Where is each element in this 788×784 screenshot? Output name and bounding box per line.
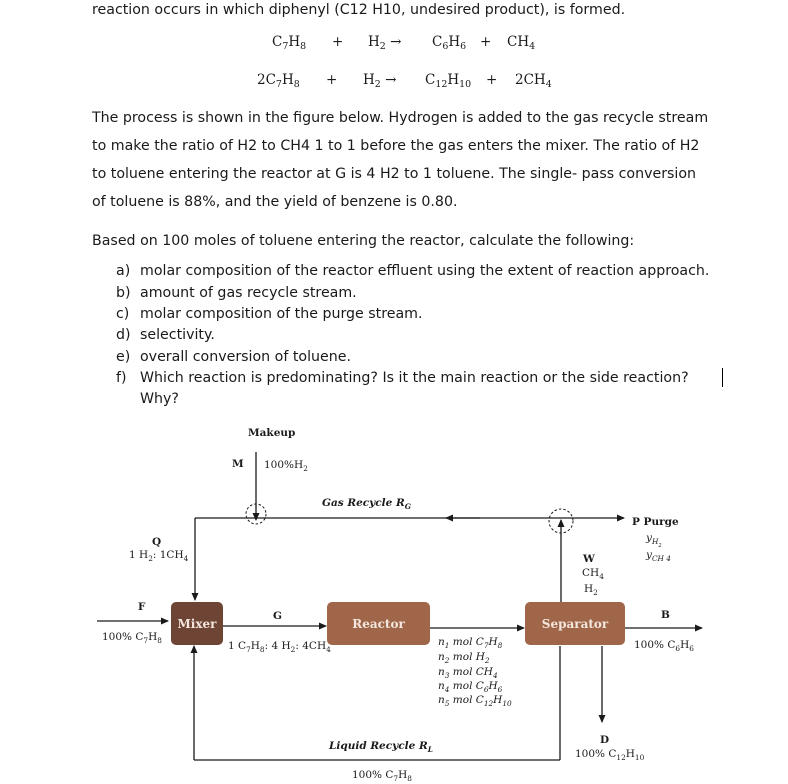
eq2-product2: 2CH4 xyxy=(515,72,552,90)
feed-composition: 100% C7H8 xyxy=(102,631,162,645)
separator-unit: Separator xyxy=(525,602,625,645)
intro-line: reaction occurs in which diphenyl (C12 H… xyxy=(92,2,626,18)
text-cursor xyxy=(722,368,723,387)
eq1-plus2: + xyxy=(480,34,492,50)
basis-statement: Based on 100 moles of toluene entering t… xyxy=(92,233,635,249)
reactor-unit: Reactor xyxy=(327,602,430,645)
effluent-n2: n2 mol H2 xyxy=(438,651,490,665)
effluent-n5: n5 mol C12H10 xyxy=(438,694,512,708)
makeup-stream-name: M xyxy=(232,458,244,470)
question-b-marker: b) xyxy=(116,285,131,301)
purge-title: P Purge xyxy=(632,516,679,528)
eq1-plus1: + xyxy=(332,34,344,50)
w-stream-h2: H2 xyxy=(584,583,598,597)
question-c: molar composition of the purge stream. xyxy=(140,306,423,322)
w-stream-name: W xyxy=(583,553,595,565)
liquid-recycle-label: Liquid Recycle RL xyxy=(329,740,433,754)
eq2-reactant2: H2 → xyxy=(363,72,397,90)
question-c-marker: c) xyxy=(116,306,130,322)
question-b: amount of gas recycle stream. xyxy=(140,285,357,301)
purge-y-h2: yH2 xyxy=(646,532,662,549)
eq1-reactant2: H2 → xyxy=(368,34,402,52)
d-stream-composition: 100% C12H10 xyxy=(575,748,645,762)
b-stream-name: B xyxy=(661,609,670,621)
d-stream-name: D xyxy=(600,734,610,746)
makeup-mixing-point xyxy=(245,503,267,525)
effluent-n3: n3 mol CH4 xyxy=(438,666,498,680)
makeup-title: Makeup xyxy=(248,427,296,439)
makeup-composition: 100%H2 xyxy=(264,459,308,473)
w-stream-ch4: CH4 xyxy=(582,567,604,581)
paragraph-line-1: The process is shown in the figure below… xyxy=(92,110,709,126)
purge-y-ch4: yCH 4 xyxy=(646,549,671,563)
question-d-marker: d) xyxy=(116,327,131,343)
eq2-plus1: + xyxy=(326,72,338,88)
eq1-product1: C6H6 xyxy=(432,34,467,52)
liquid-recycle-composition: 100% C7H8 xyxy=(352,769,412,783)
effluent-n1: n1 mol C7H8 xyxy=(438,636,503,650)
eq2-product1: C12H10 xyxy=(425,72,472,90)
feed-name: F xyxy=(138,601,146,613)
eq1-product2: CH4 xyxy=(507,34,536,52)
paragraph-line-4: of toluene is 88%, and the yield of benz… xyxy=(92,194,458,210)
eq1-reactant1: C7H8 xyxy=(272,34,307,52)
gas-recycle-label: Gas Recycle RG xyxy=(322,497,411,511)
g-stream-name: G xyxy=(273,610,282,622)
eq2-plus2: + xyxy=(486,72,498,88)
paragraph-line-3: to toluene entering the reactor at G is … xyxy=(92,166,697,182)
b-stream-composition: 100% C6H6 xyxy=(634,639,694,653)
g-stream-composition: 1 C7H8: 4 H2: 4CH4 xyxy=(228,640,331,654)
question-f: Which reaction is predominating? Is it t… xyxy=(140,370,689,386)
question-a: molar composition of the reactor effluen… xyxy=(140,263,710,279)
q-stream-ratio: 1 H2: 1CH4 xyxy=(129,549,189,563)
mixer-unit: Mixer xyxy=(171,602,223,645)
q-stream-name: Q xyxy=(152,536,162,548)
question-e: overall conversion of toluene. xyxy=(140,349,351,365)
effluent-n4: n4 mol C6H6 xyxy=(438,680,503,694)
question-e-marker: e) xyxy=(116,349,131,365)
paragraph-line-2: to make the ratio of H2 to CH4 1 to 1 be… xyxy=(92,138,700,154)
question-d: selectivity. xyxy=(140,327,215,343)
question-f-continuation: Why? xyxy=(140,391,179,407)
split-point xyxy=(548,508,574,534)
question-f-marker: f) xyxy=(116,370,127,386)
eq2-reactant1: 2C7H8 xyxy=(257,72,300,90)
question-a-marker: a) xyxy=(116,263,131,279)
